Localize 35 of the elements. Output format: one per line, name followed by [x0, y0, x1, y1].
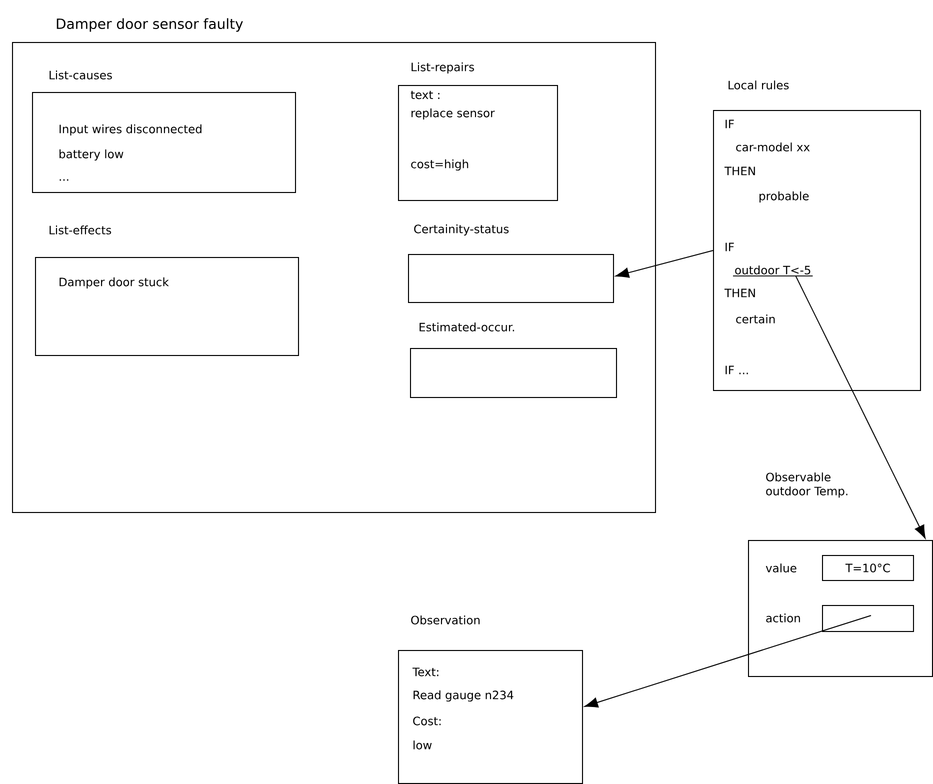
node-label: Cost:	[413, 716, 441, 726]
node-label: THEN	[724, 166, 755, 176]
arrow	[795, 275, 926, 539]
node-label: cost=high	[411, 159, 468, 171]
slot-box: Text: Read gauge n234 Cost: low	[398, 650, 583, 784]
node-label: text :	[410, 90, 440, 100]
node-label: IF ...	[726, 366, 748, 374]
field-label: value	[766, 564, 796, 572]
value-field: T=10°C	[822, 554, 914, 581]
arrow	[616, 250, 714, 278]
box-heading: List-effects	[50, 226, 112, 234]
slot-box: Damper door stuck	[35, 256, 299, 356]
frame-heading: Damper door sensor faulty	[56, 18, 243, 32]
node-label: replace sensor	[412, 108, 495, 120]
node-label: IF	[726, 242, 734, 252]
node-label: probable	[760, 191, 809, 203]
slot-box: text : replace sensor cost=high	[398, 85, 558, 201]
box-heading: Local rules	[728, 80, 789, 90]
slot-box: Input wires disconnected battery low ...	[32, 92, 296, 193]
arrow	[584, 614, 872, 708]
node-label: low	[414, 740, 432, 750]
node-label: IF	[726, 120, 734, 128]
box-heading: List-repairs	[412, 62, 474, 74]
underlined-condition: outdoor T<-5	[732, 266, 814, 276]
box-heading: Certainity-status	[414, 224, 509, 236]
box-heading: Estimated-occur.	[420, 322, 514, 332]
node-label: Read gauge n234	[414, 690, 514, 702]
node-label: certain	[736, 314, 775, 324]
box-heading: Observation	[411, 616, 480, 624]
node-label: Text:	[412, 668, 438, 676]
box-heading: List-causes	[50, 70, 112, 80]
box-heading: Observable outdoor Temp.	[766, 472, 848, 498]
node-label: THEN	[724, 288, 755, 298]
node-label: car-model xx	[736, 142, 810, 152]
field-label: action	[766, 614, 800, 622]
